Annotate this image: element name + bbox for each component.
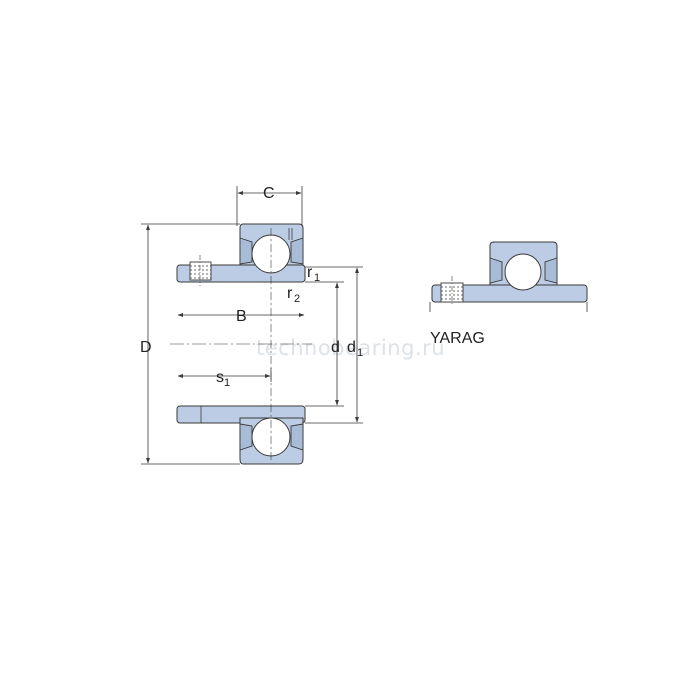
seal-left-top [239,237,253,265]
seal-left-bottom [239,423,253,451]
label-C: C [263,185,275,202]
yarag-schematic [429,241,588,312]
grub-screw [189,255,212,286]
label-r1-subscript: 1 [314,272,320,284]
label-D: D [140,339,152,356]
yarag-ball [504,253,542,291]
yarag-grub-screw [440,276,464,306]
label-s1: s [216,369,224,386]
bearing-cross-section [170,223,312,465]
label-d1-subscript: 1 [357,347,363,359]
yarag-seal-right [544,257,558,284]
seal-right-bottom [290,423,304,451]
label-r2-subscript: 2 [294,293,300,305]
label-s1-subscript: 1 [224,377,230,389]
label-r2: r [287,285,293,302]
watermark: technobearing.ru [256,336,445,360]
label-r1: r [307,264,313,281]
label-B: B [236,308,247,325]
label-d: d [331,339,340,356]
dimensions [141,186,363,465]
yarag-seal-left [489,257,503,284]
labels: C D B d d 1 r 1 r 2 s 1 [140,185,363,389]
series-name: YARAG [430,330,485,347]
label-d1: d [347,339,356,356]
yarag-inner-ring [431,284,588,303]
seal-right-top [290,237,304,265]
